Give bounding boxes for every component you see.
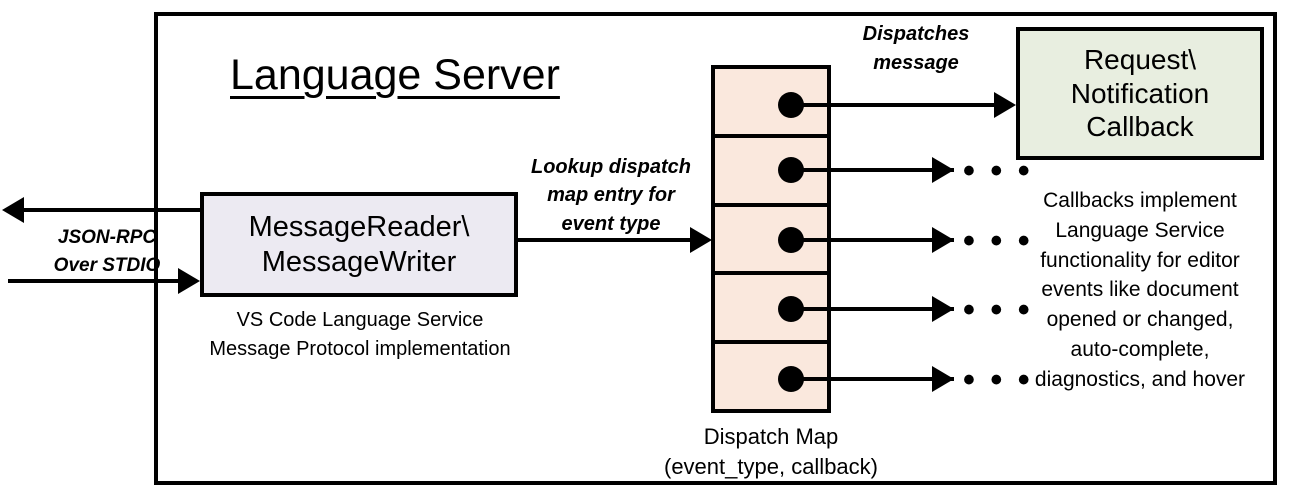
dispatch-map-caption-line1: Dispatch Map [703, 424, 839, 449]
dispatch-callback-arrowhead-5 [932, 366, 954, 392]
dispatch-callback-arrowhead-4 [932, 296, 954, 322]
dispatch-callback-ellipsis-3: • • • [963, 222, 1033, 260]
lookup-dispatch-line [516, 238, 698, 242]
json-rpc-transport-label: JSON-RPC Over STDIO [32, 224, 182, 279]
json-rpc-transport-label-line1: JSON-RPC [57, 227, 157, 248]
incoming-message-arrowhead [178, 268, 200, 294]
request-notification-callback-box[interactable]: Request\ Notification Callback [1016, 27, 1264, 160]
lookup-dispatch-arrowhead [690, 227, 712, 253]
message-reader-writer-line1: MessageReader\ [248, 211, 470, 244]
callback-box-caption-line2: Language Service [1055, 218, 1225, 242]
callback-box-line2: Notification [1070, 77, 1210, 109]
dispatches-message-label-line1: Dispatches [862, 23, 970, 45]
page-title: Language Server [230, 51, 560, 99]
lookup-dispatch-label: Lookup dispatch map entry for event type [513, 153, 709, 238]
dispatch-map-row[interactable] [715, 69, 827, 138]
json-rpc-transport-label-line2: Over STDIO [53, 254, 161, 276]
message-reader-writer-box[interactable]: MessageReader\ MessageWriter [200, 192, 518, 297]
dispatches-message-label: Dispatches message [836, 20, 996, 78]
callback-box-line3: Callback [1086, 111, 1194, 143]
callback-box-caption-line4: events like document [1041, 278, 1239, 302]
callback-box-caption-line1: Callbacks implement [1043, 189, 1237, 212]
message-reader-writer-caption-line2: Message Protocol implementation [209, 338, 511, 360]
callback-box-caption-line3: functionality for editor [1040, 248, 1240, 272]
dispatch-map-table[interactable] [711, 65, 831, 413]
dispatch-map-row[interactable] [715, 275, 827, 345]
lookup-dispatch-label-line2: map entry for [547, 184, 675, 207]
message-reader-writer-caption: VS Code Language Service Message Protoco… [190, 306, 530, 364]
lookup-dispatch-label-line1: Lookup dispatch [531, 156, 691, 178]
message-reader-writer-line2: MessageWriter [261, 245, 457, 278]
callback-box-caption-line5: opened or changed, [1046, 308, 1234, 332]
dispatch-callback-arrowhead-3 [932, 227, 954, 253]
dispatch-map-row[interactable] [715, 207, 827, 276]
message-reader-writer-caption-line1: VS Code Language Service [236, 309, 484, 331]
dispatch-map-row[interactable] [715, 138, 827, 207]
language-server-frame [154, 12, 1277, 485]
dispatch-callback-arrowhead-2 [932, 157, 954, 183]
dispatch-callback-ellipsis-4: • • • [963, 291, 1033, 329]
outgoing-message-line [22, 208, 212, 212]
dispatch-callback-line-3 [798, 238, 954, 242]
callback-box-line1: Request\ [1083, 44, 1197, 76]
dispatches-message-label-line2: message [873, 52, 959, 74]
incoming-message-line [8, 279, 190, 283]
dispatch-callback-line-2 [798, 168, 954, 172]
callback-box-caption-line7: diagnostics, and hover [1034, 367, 1246, 391]
lookup-dispatch-label-line3: event type [561, 212, 661, 235]
dispatch-callback-arrowhead-1 [994, 92, 1016, 118]
dispatch-callback-line-5 [798, 377, 954, 381]
dispatch-callback-line-1 [798, 103, 1010, 107]
dispatch-callback-ellipsis-5: • • • [963, 361, 1033, 399]
callback-box-caption: Callbacks implement Language Service fun… [1007, 186, 1273, 395]
callback-box-caption-line6: auto-complete, [1070, 338, 1210, 362]
outgoing-message-arrowhead [2, 197, 24, 223]
dispatch-callback-line-4 [798, 307, 954, 311]
dispatch-map-caption-line2: (event_type, callback) [664, 454, 878, 480]
dispatch-map-caption: Dispatch Map (event_type, callback) [645, 422, 897, 483]
